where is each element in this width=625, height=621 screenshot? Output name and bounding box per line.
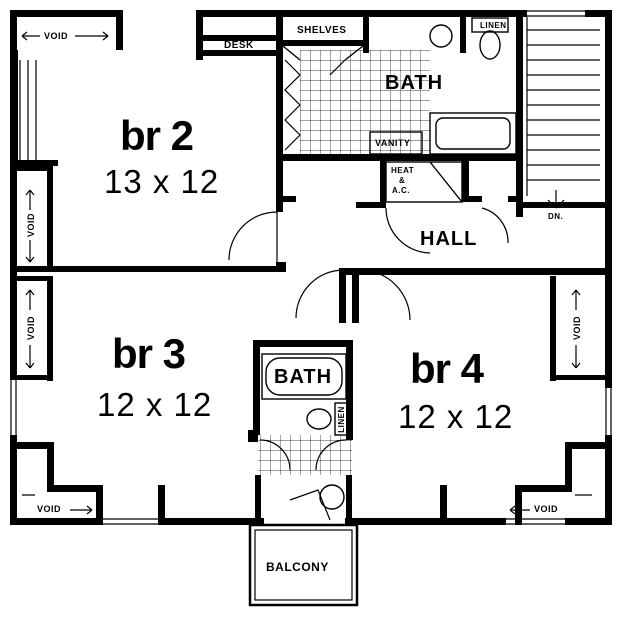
bath-floor-tiles [300, 50, 430, 154]
heat-label-3: A.C. [392, 186, 410, 195]
hall-label: HALL [420, 228, 478, 250]
br2-name: br 2 [120, 112, 194, 159]
interior-walls [17, 17, 612, 525]
desk-label: DESK [224, 40, 254, 51]
exterior-walls [10, 10, 612, 525]
br2-dims: 13 x 12 [104, 163, 220, 200]
void-label-right: VOID [572, 315, 583, 341]
br4-dims: 12 x 12 [398, 398, 514, 435]
balcony-rail [248, 523, 359, 607]
windows [10, 10, 612, 525]
void-arrows [21, 31, 592, 515]
door-swings [228, 17, 600, 521]
br3-name: br 3 [112, 330, 186, 377]
br4-name: br 4 [410, 345, 484, 392]
upper-bath-label: BATH [385, 72, 444, 94]
shelves-label: SHELVES [297, 25, 347, 36]
heat-label-2: & [399, 176, 406, 185]
down-label: DN. [548, 212, 564, 221]
void-label-br3: VOID [37, 504, 62, 514]
void-label-br4: VOID [534, 504, 559, 514]
vanity-label: VANITY [375, 138, 411, 148]
fixtures [261, 17, 517, 510]
linen-upper-label: LINEN [480, 21, 507, 30]
balcony-label: BALCONY [266, 560, 329, 574]
linen-lower-label: LINEN [336, 406, 346, 433]
void-label-top: VOID [44, 31, 69, 41]
void-label-left-2: VOID [26, 315, 37, 341]
lower-bath-label: BATH [274, 366, 333, 388]
void-label-left-1: VOID [26, 212, 37, 238]
heat-label-1: HEAT [391, 166, 415, 175]
br3-dims: 12 x 12 [97, 386, 213, 423]
